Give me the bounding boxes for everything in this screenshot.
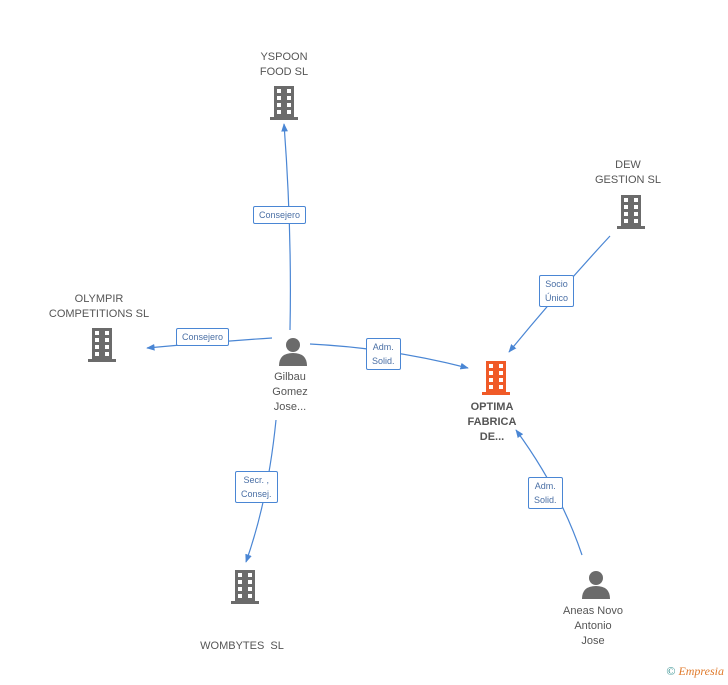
edge-label-adm-solid-gilbau[interactable]: Adm. Solid. bbox=[366, 338, 401, 370]
edge-label-secr-consej[interactable]: Secr. , Consej. bbox=[235, 471, 278, 503]
edge-label-socio-unico[interactable]: Socio Único bbox=[539, 275, 575, 307]
company-label-olympir[interactable]: OLYMPIR COMPETITIONS SL bbox=[48, 293, 150, 320]
edge-gilbau-yspoon bbox=[281, 123, 291, 331]
company-label-yspoon[interactable]: YSPOON FOOD SL bbox=[259, 51, 309, 78]
person-icon[interactable] bbox=[581, 569, 611, 599]
empresia-credit[interactable]: © Empresia bbox=[666, 664, 724, 679]
edge-label-consejero-olympir[interactable]: Consejero bbox=[176, 328, 230, 346]
building-icon[interactable] bbox=[615, 195, 647, 229]
person-label-gilbau[interactable]: Gilbau Gomez Jose... bbox=[272, 371, 308, 413]
brand-name: Empresia bbox=[678, 664, 724, 678]
edge-label-consejero-yspoon[interactable]: Consejero bbox=[253, 206, 307, 224]
building-icon[interactable] bbox=[86, 328, 118, 362]
company-label-dew[interactable]: DEW GESTION SL bbox=[594, 159, 662, 186]
building-icon[interactable] bbox=[229, 570, 261, 604]
edge-label-adm-solid-aneas[interactable]: Adm. Solid. bbox=[528, 477, 563, 509]
person-icon[interactable] bbox=[278, 336, 308, 366]
copyright-icon: © bbox=[666, 664, 676, 678]
company-label-wombytes[interactable]: WOMBYTES SL bbox=[200, 640, 284, 652]
person-label-aneas[interactable]: Aneas Novo Antonio Jose bbox=[563, 605, 623, 647]
focus-company-label-optima[interactable]: OPTIMA FABRICA DE... bbox=[467, 401, 517, 443]
focus-building-icon[interactable] bbox=[480, 361, 512, 395]
building-icon[interactable] bbox=[268, 86, 300, 120]
